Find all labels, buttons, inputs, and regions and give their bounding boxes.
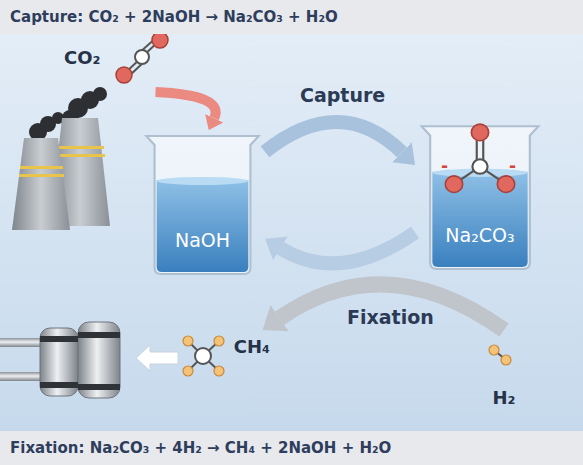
charge-sign: - [509, 156, 516, 176]
footer-band: Fixation: Na₂CO₃ + 4H₂ → CH₄ + 2NaOH + H… [0, 431, 583, 465]
molecule-label: H₂ [493, 387, 516, 408]
carbonate-beaker: Na₂CO₃ [415, 120, 545, 270]
solution-label: NaOH [175, 229, 230, 251]
hydrogen-molecule: H₂ [478, 330, 530, 414]
fixation-arrow [280, 284, 504, 330]
capture-arrow [265, 122, 402, 152]
naoh-beaker: NaOH [140, 130, 265, 275]
beaker-outline [415, 120, 545, 270]
solution-label: Na₂CO₃ [445, 224, 514, 246]
gas-molecule-co2: CO₂ [62, 30, 172, 92]
regeneration-arrow [280, 233, 415, 264]
equation-title: Capture: CO₂ + 2NaOH → Na₂CO₃ + H₂O [10, 8, 338, 26]
step-label: Fixation [347, 306, 434, 328]
beaker-outline [140, 130, 265, 275]
equation-caption: Fixation: Na₂CO₃ + 4H₂ → CH₄ + 2NaOH + H… [10, 439, 391, 457]
co2-intake-arrow [156, 92, 216, 118]
step-label: Capture [300, 84, 385, 106]
charge-sign: - [441, 156, 448, 176]
header-band: Capture: CO₂ + 2NaOH → Na₂CO₃ + H₂O [0, 0, 583, 34]
molecule-label: CO₂ [64, 47, 100, 68]
molecule-label: CH₄ [234, 336, 270, 357]
methane-molecule: CH₄ [178, 330, 272, 382]
